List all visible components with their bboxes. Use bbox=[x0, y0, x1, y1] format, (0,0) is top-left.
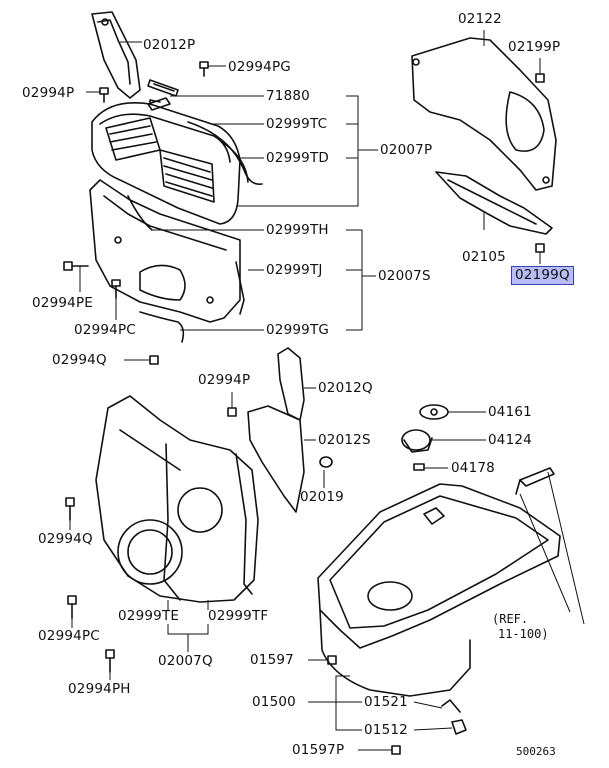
bolt-04178-part bbox=[413, 463, 425, 471]
label-02019: 02019 bbox=[300, 489, 344, 505]
label-02994PE: 02994PE bbox=[32, 295, 94, 311]
label-01597P: 01597P bbox=[292, 742, 345, 758]
label-02994PH: 02994PH bbox=[68, 681, 131, 697]
label-02994Q-mid: 02994Q bbox=[52, 352, 107, 368]
bolt-02994PG-part bbox=[199, 61, 209, 77]
bolt-02994PH-part bbox=[105, 649, 115, 673]
label-02122: 02122 bbox=[458, 11, 502, 27]
bolt-01597P-part bbox=[391, 745, 401, 755]
cover-02012S-part bbox=[247, 405, 305, 513]
label-02999TH: 02999TH bbox=[266, 222, 329, 238]
bolt-02994Q-low-part bbox=[65, 497, 75, 521]
label-04124: 04124 bbox=[488, 432, 532, 448]
label-02994PC-mid: 02994PC bbox=[74, 322, 136, 338]
bolt-01597-part bbox=[327, 655, 337, 665]
label-02994PG: 02994PG bbox=[228, 59, 291, 75]
reference-line-2: 11-100) bbox=[498, 627, 549, 641]
label-02994Q-low: 02994Q bbox=[38, 531, 93, 547]
bolt-02994PE-part bbox=[63, 261, 89, 271]
gasket-04161-part bbox=[419, 404, 449, 420]
gasket-02999TH-part bbox=[127, 195, 153, 231]
label-02999TF: 02999TF bbox=[208, 608, 269, 624]
grommet-02019-part bbox=[319, 456, 333, 468]
plate-02105-part bbox=[435, 171, 553, 235]
reference-line-1: (REF. bbox=[492, 612, 529, 626]
label-02999TG: 02999TG bbox=[266, 322, 330, 338]
oil-strainer-04124-part bbox=[401, 429, 433, 453]
label-02999TE: 02999TE bbox=[118, 608, 180, 624]
bolt-02199P-part bbox=[535, 73, 545, 83]
label-02007Q: 02007Q bbox=[158, 653, 213, 669]
drain-plug-01512-part bbox=[451, 719, 467, 735]
gasket-02999TF-part bbox=[235, 453, 253, 595]
label-02994PC-low: 02994PC bbox=[38, 628, 100, 644]
diagram-code: 500263 bbox=[516, 745, 556, 758]
label-01597: 01597 bbox=[250, 652, 294, 668]
gasket-71880-part bbox=[147, 97, 171, 111]
gasket-02999TG-part bbox=[139, 311, 185, 343]
bolt-02994PC-low-part bbox=[67, 595, 77, 619]
seal-strip-part bbox=[147, 79, 179, 97]
label-02007S: 02007S bbox=[378, 268, 431, 284]
gasket-02999TC-part bbox=[187, 121, 263, 186]
label-02994P-mid: 02994P bbox=[198, 372, 251, 388]
label-02199P: 02199P bbox=[508, 39, 561, 55]
upper-timing-cover-part bbox=[91, 99, 241, 225]
lower-timing-cover-part bbox=[95, 395, 259, 603]
bolt-02994PC-mid-part bbox=[111, 279, 121, 299]
label-04161: 04161 bbox=[488, 404, 532, 420]
bolt-02994P-mid-part bbox=[227, 407, 237, 417]
label-02199Q-highlighted: 02199Q bbox=[511, 266, 574, 285]
label-02999TJ: 02999TJ bbox=[266, 262, 323, 278]
leader-lines bbox=[69, 30, 585, 751]
gasket-02999TJ-part bbox=[235, 261, 245, 315]
dipstick-bracket-part bbox=[515, 467, 555, 495]
bolt-02199Q-part bbox=[535, 243, 545, 253]
label-04178: 04178 bbox=[451, 460, 495, 476]
gasket-02999TE-part bbox=[163, 443, 181, 601]
label-02012Q: 02012Q bbox=[318, 380, 373, 396]
rear-plate-02122-part bbox=[411, 37, 557, 191]
label-02012P: 02012P bbox=[143, 37, 196, 53]
label-02999TD: 02999TD bbox=[266, 150, 329, 166]
label-02999TC: 02999TC bbox=[266, 116, 328, 132]
label-01500: 01500 bbox=[252, 694, 296, 710]
label-01521: 01521 bbox=[364, 694, 408, 710]
label-71880: 71880 bbox=[266, 88, 310, 104]
drain-plug-01521-part bbox=[441, 699, 461, 713]
label-01512: 01512 bbox=[364, 722, 408, 738]
label-02105: 02105 bbox=[462, 249, 506, 265]
label-02012S: 02012S bbox=[318, 432, 371, 448]
label-02007P: 02007P bbox=[380, 142, 433, 158]
timing-belt-rear-plate-part bbox=[91, 11, 141, 99]
bolt-02994P-top-part bbox=[99, 87, 109, 103]
oil-pan-01500-part bbox=[317, 483, 561, 697]
label-02994P-top: 02994P bbox=[22, 85, 75, 101]
gasket-02999TD-part bbox=[221, 141, 249, 183]
cover-02012Q-part bbox=[277, 347, 305, 421]
bolt-02994Q-mid-part bbox=[149, 355, 159, 365]
